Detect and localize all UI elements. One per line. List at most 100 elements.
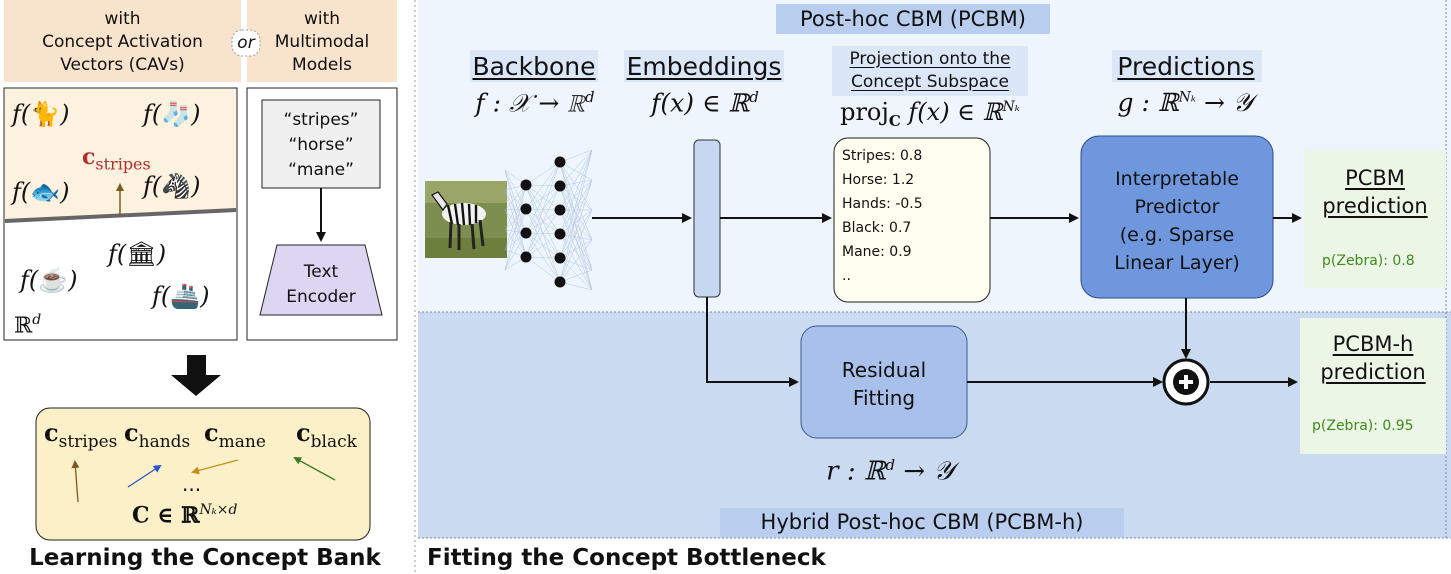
embeddings-bg: [624, 50, 784, 82]
cav-hyperplane: [4, 208, 237, 223]
cav-header-bg: [4, 0, 241, 82]
zebra-icon: 🦓: [161, 172, 192, 200]
mm-header-bg: [247, 0, 397, 82]
mm-header: with Multimodal Models: [247, 8, 397, 77]
concept-stripes: Stripes: 0.8: [842, 148, 923, 164]
concept-activations-box: [833, 137, 991, 303]
pcbmh-probability: p(Zebra): 0.95: [1312, 418, 1414, 434]
predictions-bg: [1112, 50, 1262, 82]
bank-concept-black: cblack: [296, 418, 357, 452]
boat-icon: 🚢: [170, 282, 201, 310]
bank-arrow-stripes: [71, 460, 80, 503]
striped-fish-icon: 🐟: [30, 178, 61, 206]
prompt-list: “stripes” “horse” “mane”: [262, 108, 380, 183]
cav-example-boat: f(🚢): [152, 282, 210, 310]
cav-example-cat: f(🐈): [12, 100, 70, 128]
predictions-formula: g : ℝNₖ → 𝒴: [1117, 88, 1253, 117]
projection-header: Projection onto the Concept Subspace: [849, 49, 1011, 92]
cav-header-line3: Vectors (CAVs): [60, 55, 185, 75]
pcbmh-prediction-bg: [1300, 318, 1446, 454]
mm-header-line3: Models: [292, 55, 352, 75]
concept-horse: Horse: 1.2: [842, 172, 915, 188]
network-nodes: [520, 156, 566, 288]
pcbm-title-bg: [776, 4, 1050, 34]
interpretable-predictor-label: Interpretable Predictor (e.g. Sparse Lin…: [1114, 168, 1240, 274]
text-encoder-shape: [259, 244, 383, 316]
network-node: [520, 251, 532, 263]
cav-positive-region: [5, 89, 236, 222]
projection-bg: [832, 46, 1028, 96]
mm-header-line1: with: [303, 9, 341, 29]
prompt-horse: “horse”: [288, 135, 354, 155]
cav-stripes-vector: cstripes: [82, 144, 151, 174]
network-node: [554, 228, 566, 240]
pcbm-prediction-bg: [1304, 150, 1446, 288]
network-node: [520, 203, 532, 215]
backbone-formula: f : 𝒳 → ℝd: [475, 88, 595, 118]
bank-concept-mane: cmane: [204, 418, 266, 452]
cav-header: with Concept Activation Vectors (CAVs): [4, 8, 241, 77]
projection-formula: projC f(x) ∈ ℝNₖ: [840, 98, 1020, 130]
building-icon: 🏛: [126, 240, 157, 268]
residual-formula: r : ℝd → 𝒴: [826, 456, 954, 487]
network-node: [554, 204, 566, 216]
or-label: or: [237, 33, 255, 53]
right-caption: Fitting the Concept Bottleneck: [427, 545, 826, 571]
cav-header-line2: Concept Activation: [42, 32, 203, 52]
concept-hands: Hands: -0.5: [842, 196, 923, 212]
concept-black: Black: 0.7: [842, 220, 912, 236]
network-node: [554, 276, 566, 288]
backbone-network: [504, 149, 593, 291]
concept-more: ..: [842, 268, 851, 284]
residual-fitting-label: Residual Fitting: [841, 358, 927, 410]
backbone-bg: [470, 50, 598, 82]
embeddings-formula: f(x) ∈ ℝd: [651, 88, 759, 118]
bank-ellipsis: ...: [182, 472, 202, 496]
cav-example-fish: f(🐟): [12, 178, 70, 206]
coffee-cup-icon: ☕: [38, 266, 69, 294]
cat-icon: 🐈: [30, 100, 61, 128]
bank-arrow-hands: [127, 464, 162, 488]
bank-arrow-black: [293, 457, 336, 481]
prompt-mane: “mane”: [288, 160, 354, 180]
big-down-arrow-icon: [171, 355, 221, 396]
concept-bank-box: [35, 407, 371, 541]
bank-arrow-mane: [191, 459, 239, 475]
concept-mane: Mane: 0.9: [842, 244, 912, 260]
embeddings-header: Embeddings: [626, 52, 782, 81]
pcbm-title: Post-hoc CBM (PCBM): [800, 7, 1026, 31]
bank-concept-hands: chands: [124, 418, 191, 452]
concept-activation-list: Stripes: 0.8 Horse: 1.2 Hands: -0.5 Blac…: [842, 144, 987, 288]
backbone-header: Backbone: [472, 52, 596, 81]
cav-example-cup: f(☕): [20, 266, 78, 294]
network-node: [520, 227, 532, 239]
arrow-embedding-to-residual: [706, 297, 799, 387]
bank-concept-stripes: cstripes: [44, 418, 118, 452]
cav-example-zebra: f(🦓): [143, 172, 201, 200]
network-node: [554, 180, 566, 192]
prompt-stripes: “stripes”: [283, 110, 359, 130]
pcbmh-title-bg: [720, 508, 1124, 537]
zebra-image: [425, 181, 507, 258]
embedding-vector: [693, 139, 721, 298]
embedding-space-label: ℝd: [14, 312, 42, 339]
predictions-header: Predictions: [1117, 52, 1255, 81]
or-bubble: [231, 29, 261, 57]
network-node: [554, 156, 566, 168]
prompt-box: [261, 99, 381, 189]
pcbm-prediction-label: PCBM prediction: [1322, 166, 1428, 218]
cav-example-sock: f(🧦): [143, 100, 201, 128]
left-caption: Learning the Concept Bank: [29, 545, 381, 571]
pcbmh-prediction-label: PCBM-h prediction: [1320, 332, 1426, 384]
cav-header-line1: with: [104, 9, 141, 29]
pcbmh-title: Hybrid Post-hoc CBM (PCBM-h): [760, 510, 1084, 534]
network-node: [554, 252, 566, 264]
text-encoder-label: Text Encoder: [286, 262, 356, 307]
network-node: [520, 179, 532, 191]
bank-matrix-formula: C ∈ ℝNₖ×d: [132, 502, 238, 529]
mm-header-line2: Multimodal: [274, 32, 370, 52]
striped-sock-icon: 🧦: [161, 100, 192, 128]
pcbm-probability: p(Zebra): 0.8: [1322, 253, 1415, 269]
cav-example-building: f(🏛): [108, 240, 167, 268]
